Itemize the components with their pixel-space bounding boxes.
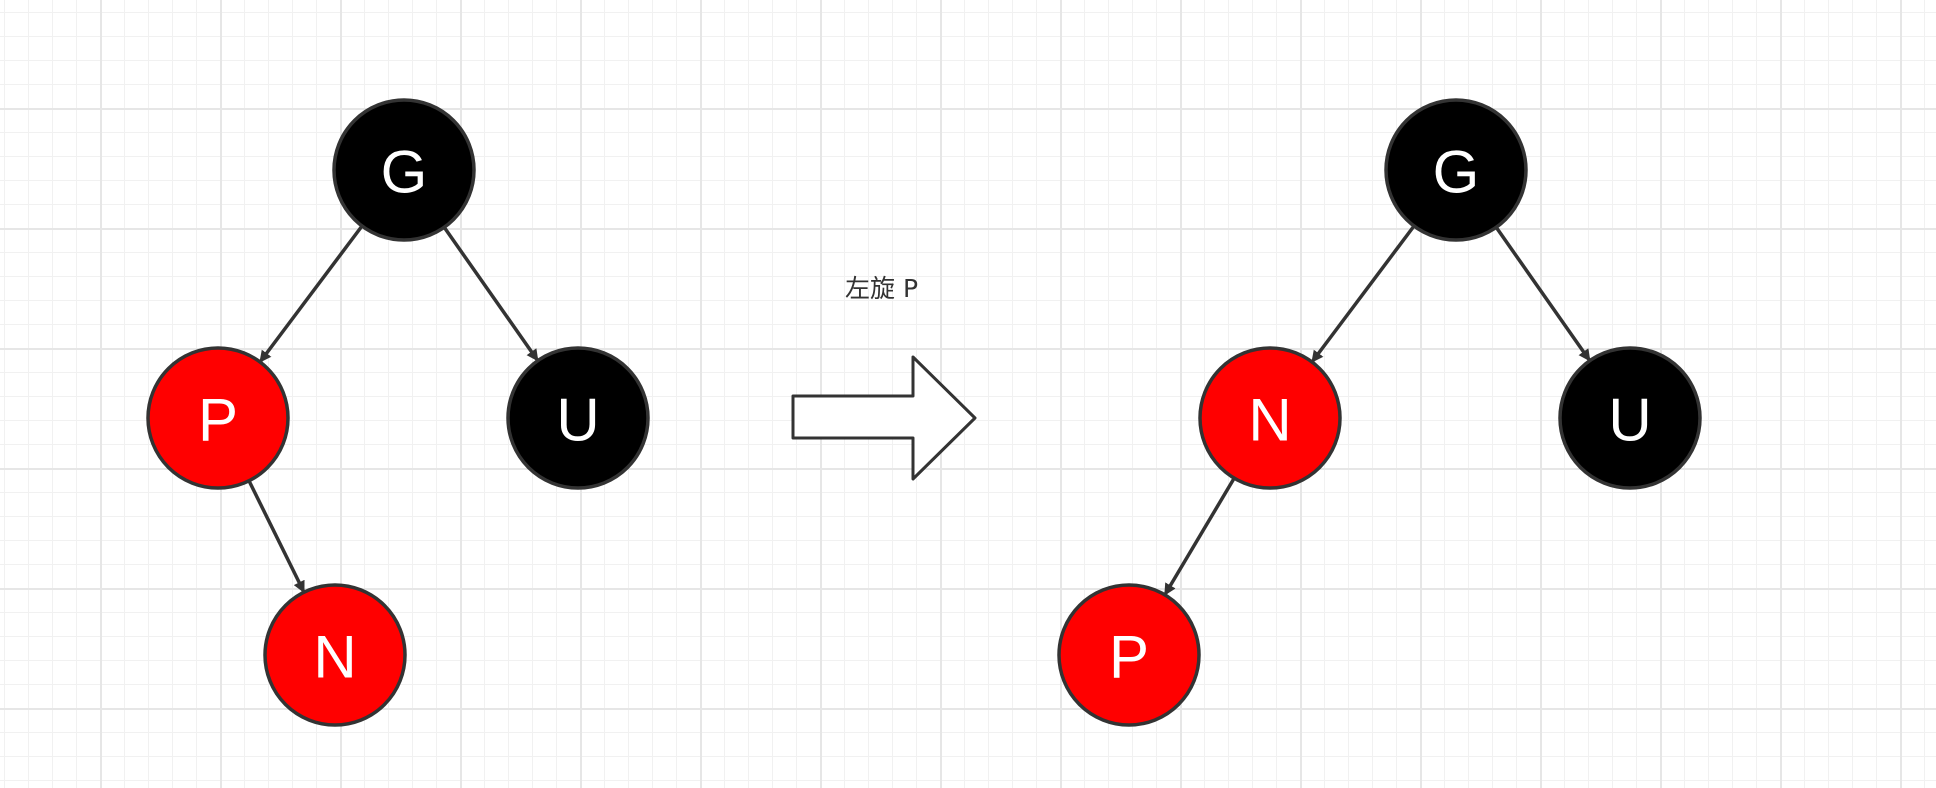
transform-arrow-icon [791, 355, 977, 481]
before-node-n-circle [263, 583, 407, 727]
after-edge-g-n [1310, 224, 1416, 364]
after-edge-n-p [1163, 477, 1236, 596]
after-node-n-circle [1198, 346, 1342, 490]
after-tree-nodes: G N U P [1057, 98, 1702, 727]
after-node-u-label: U [1608, 387, 1651, 454]
after-node-g-label: G [1433, 139, 1480, 206]
after-node-u-circle [1558, 346, 1702, 490]
before-node-u-label: U [556, 387, 599, 454]
after-node-n-label: N [1248, 387, 1291, 454]
before-node-g: G [332, 98, 476, 242]
before-edge-g-p [258, 224, 364, 364]
after-node-p-label: P [1109, 624, 1149, 691]
after-node-p: P [1057, 583, 1201, 727]
after-node-p-circle [1057, 583, 1201, 727]
after-tree-edges [1163, 224, 1592, 596]
before-node-g-label: G [381, 139, 428, 206]
before-edge-g-u [442, 226, 540, 362]
before-node-n-label: N [313, 624, 356, 691]
rotation-caption: 左旋 P [845, 274, 919, 303]
before-tree-edges [247, 224, 540, 594]
before-tree: G P U N [146, 98, 650, 727]
after-edge-g-u [1494, 226, 1592, 362]
before-node-u: U [506, 346, 650, 490]
before-tree-nodes: G P U N [146, 98, 650, 727]
before-node-g-circle [332, 98, 476, 242]
after-tree: G N U P [1057, 98, 1702, 727]
before-node-n: N [263, 583, 407, 727]
before-node-p-label: P [198, 387, 238, 454]
after-node-g-circle [1384, 98, 1528, 242]
after-node-g: G [1384, 98, 1528, 242]
before-node-p-circle [146, 346, 290, 490]
after-node-n: N [1198, 346, 1342, 490]
before-node-u-circle [506, 346, 650, 490]
before-edge-p-n [247, 479, 306, 594]
after-node-u: U [1558, 346, 1702, 490]
before-node-p: P [146, 346, 290, 490]
